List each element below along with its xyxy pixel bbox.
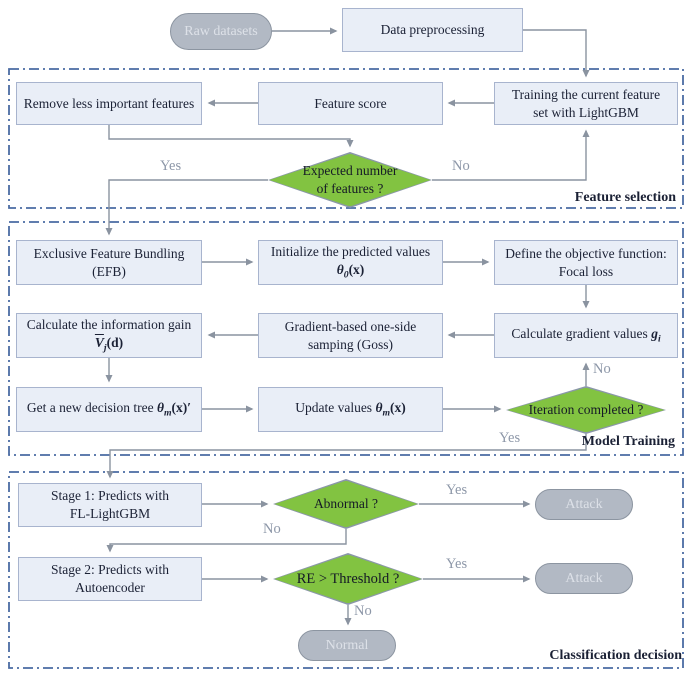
decision-expected-features: Expected number of features ? — [268, 152, 432, 208]
section-label-model-training: Model Training — [581, 434, 675, 449]
node-information-gain: Calculate the information gain Vj(d) — [16, 313, 202, 358]
section-model-training — [8, 221, 684, 456]
math-vbar-j-d: Vj(d) — [94, 334, 124, 354]
node-remove-features: Remove less important features — [16, 82, 202, 125]
node-raw-datasets: Raw datasets — [170, 13, 272, 50]
section-label-feature-selection: Feature selection — [574, 190, 676, 205]
decision-iteration-completed: Iteration completed ? — [506, 386, 666, 434]
decision-abnormal: Abnormal ? — [273, 479, 419, 529]
decision-re-threshold: RE > Threshold ? — [273, 553, 423, 605]
edge-label-mt-yes: Yes — [499, 430, 521, 446]
node-update-values: Update values θm(x) — [258, 387, 443, 432]
node-data-preprocessing: Data preprocessing — [342, 8, 523, 52]
node-stage2: Stage 2: Predicts with Autoencoder — [18, 557, 202, 601]
node-focal-loss: Define the objective function: Focal los… — [494, 240, 678, 285]
math-theta-m-prime: θm(x)′ — [156, 399, 192, 419]
node-normal: Normal — [298, 630, 396, 661]
math-theta0: θ0(x) — [336, 261, 365, 281]
node-feature-score: Feature score — [258, 82, 443, 125]
node-goss: Gradient-based one-side samping (Goss) — [258, 313, 443, 358]
edge-label-cd1-yes: Yes — [446, 482, 468, 498]
math-g-i: gi — [651, 325, 661, 345]
node-attack-2: Attack — [535, 563, 633, 594]
section-feature-selection — [8, 68, 684, 209]
edge-label-fs-no: No — [452, 158, 470, 174]
node-initialize-values: Initialize the predicted values θ0(x) — [258, 240, 443, 285]
section-label-classification: Classification decision — [549, 648, 682, 663]
node-training-lightgbm: Training the current feature set with Li… — [494, 82, 678, 125]
node-decision-tree: Get a new decision tree θm(x)′ — [16, 387, 202, 432]
math-theta-m: θm(x) — [375, 399, 406, 419]
node-gradient-values: Calculate gradient values gi — [494, 313, 678, 358]
node-stage1: Stage 1: Predicts with FL-LightGBM — [18, 483, 202, 527]
section-classification — [8, 471, 684, 669]
edge-label-mt-no: No — [593, 361, 611, 377]
edge-label-cd1-no: No — [263, 521, 281, 537]
edge-label-cd2-no: No — [354, 603, 372, 619]
node-efb: Exclusive Feature Bundling (EFB) — [16, 240, 202, 285]
edge-label-fs-yes: Yes — [160, 158, 182, 174]
edge-label-cd2-yes: Yes — [446, 556, 468, 572]
node-attack-1: Attack — [535, 489, 633, 520]
